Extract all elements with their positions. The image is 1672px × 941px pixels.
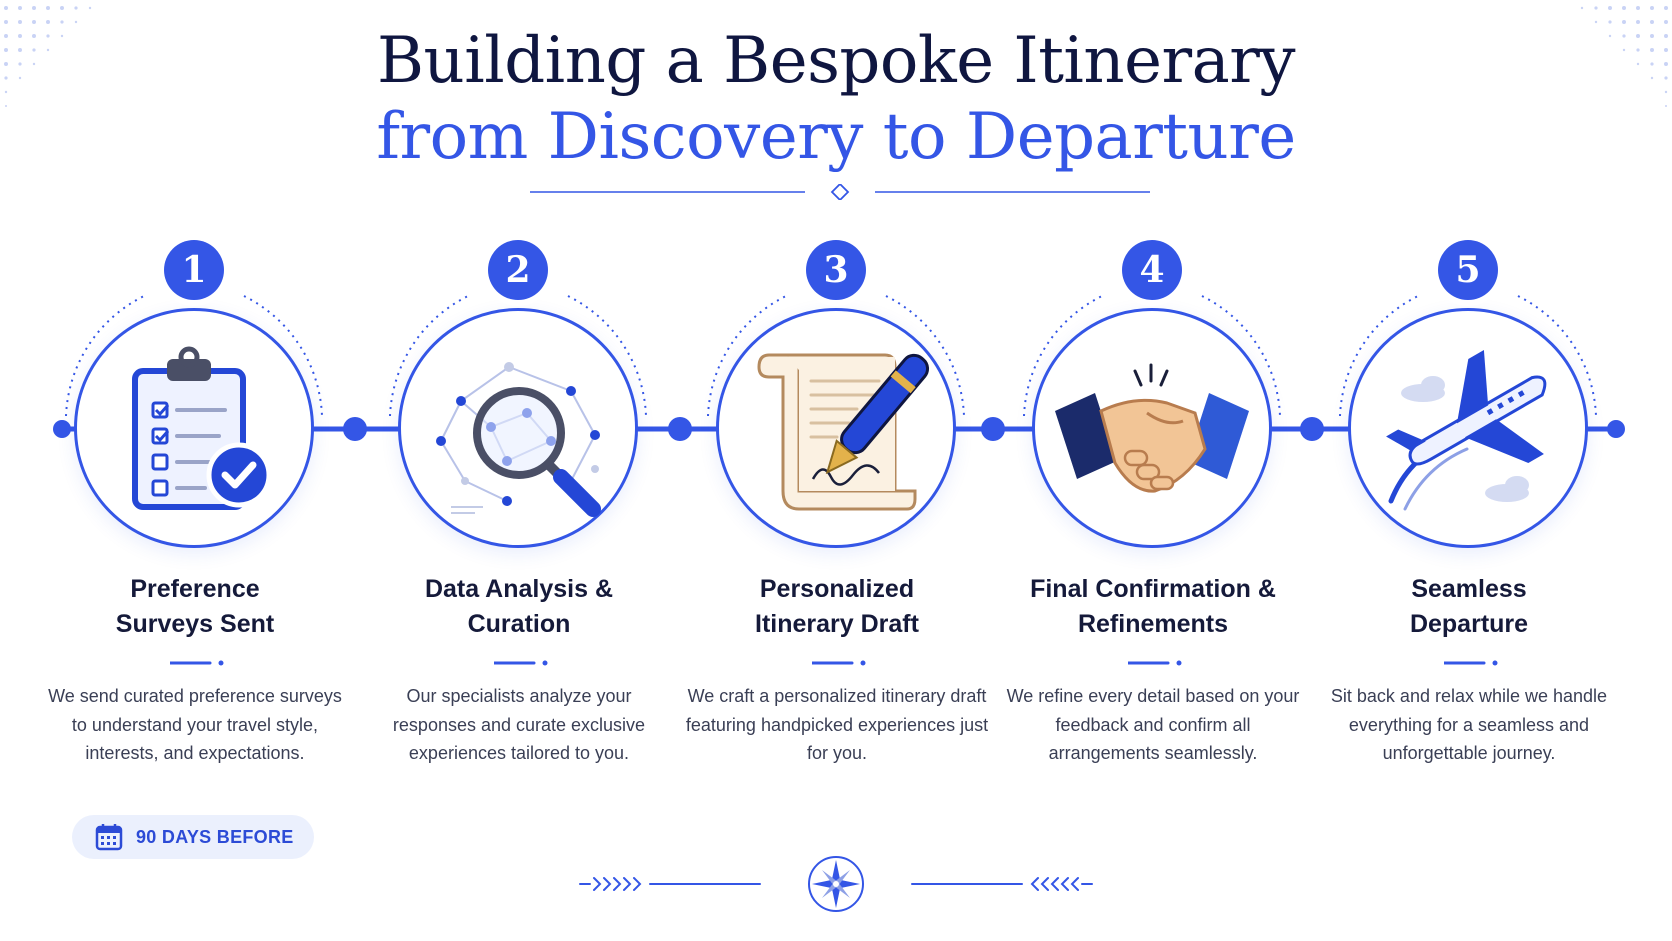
step-number-badge: 1 xyxy=(164,240,224,300)
step-description: Our specialists analyze your responses a… xyxy=(392,686,646,763)
step-icon-circle xyxy=(398,308,638,548)
step-title: Seamless Departure xyxy=(1304,572,1634,642)
step-title-line-1: Final Confirmation & xyxy=(1030,575,1276,603)
step-title: Final Confirmation & Refinements xyxy=(988,572,1318,642)
step-description: Sit back and relax while we handle every… xyxy=(1330,686,1608,763)
step-underline xyxy=(812,660,866,666)
title-divider xyxy=(530,184,1150,200)
step-title-line-1: Data Analysis & xyxy=(424,575,614,603)
step-number-badge: 3 xyxy=(806,240,866,300)
step-icon-circle xyxy=(1032,308,1272,548)
step-underline xyxy=(494,660,548,666)
step-underline xyxy=(170,660,224,666)
step-title-line-2: Itinerary Draft xyxy=(755,610,919,638)
step-underline xyxy=(1128,660,1182,666)
step-description: We refine every detail based on your fee… xyxy=(1006,686,1300,763)
step-icon-circle xyxy=(1348,308,1588,548)
step-description: We send curated preference surveys to un… xyxy=(48,686,342,763)
calendar-icon xyxy=(95,824,123,851)
step-title-line-1: Preference xyxy=(130,575,260,603)
step-title-line-2: Refinements xyxy=(1077,610,1229,638)
step-title-line-2: Curation xyxy=(467,610,571,638)
dot-pattern-left xyxy=(4,6,92,107)
timing-badge: 90 DAYS BEFORE xyxy=(72,815,314,859)
page-title-line-2: from Discovery to Departure xyxy=(376,100,1296,174)
step-underline xyxy=(1444,660,1498,666)
step-title-line-2: Departure xyxy=(1409,610,1529,638)
footer-ornament xyxy=(579,856,1093,912)
step-icon-circle xyxy=(716,308,956,548)
step-title-line-1: Personalized xyxy=(759,575,915,603)
step-title-line-2: Surveys Sent xyxy=(115,610,275,638)
magnifier-network-icon xyxy=(436,362,601,517)
step-description: We craft a personalized itinerary draft … xyxy=(685,686,989,763)
page-title-line-1: Building a Bespoke Itinerary xyxy=(377,24,1295,98)
timing-label: 90 DAYS BEFORE xyxy=(136,826,294,847)
step-number-badge: 4 xyxy=(1122,240,1182,300)
step-title-line-1: Seamless xyxy=(1411,575,1527,603)
step-number-badge: 2 xyxy=(488,240,548,300)
dot-pattern-right xyxy=(1580,6,1668,107)
handshake-icon xyxy=(1055,363,1249,493)
clipboard-checklist-icon xyxy=(132,346,272,510)
step-title: Preference Surveys Sent xyxy=(30,572,360,642)
step-title: Personalized Itinerary Draft xyxy=(672,572,1002,642)
step-title: Data Analysis & Curation xyxy=(354,572,684,642)
scroll-pen-icon xyxy=(757,353,930,511)
compass-rose-icon xyxy=(812,860,860,908)
step-number-badge: 5 xyxy=(1438,240,1498,300)
step-icon-circle xyxy=(74,308,314,548)
airplane-icon xyxy=(1386,350,1547,511)
